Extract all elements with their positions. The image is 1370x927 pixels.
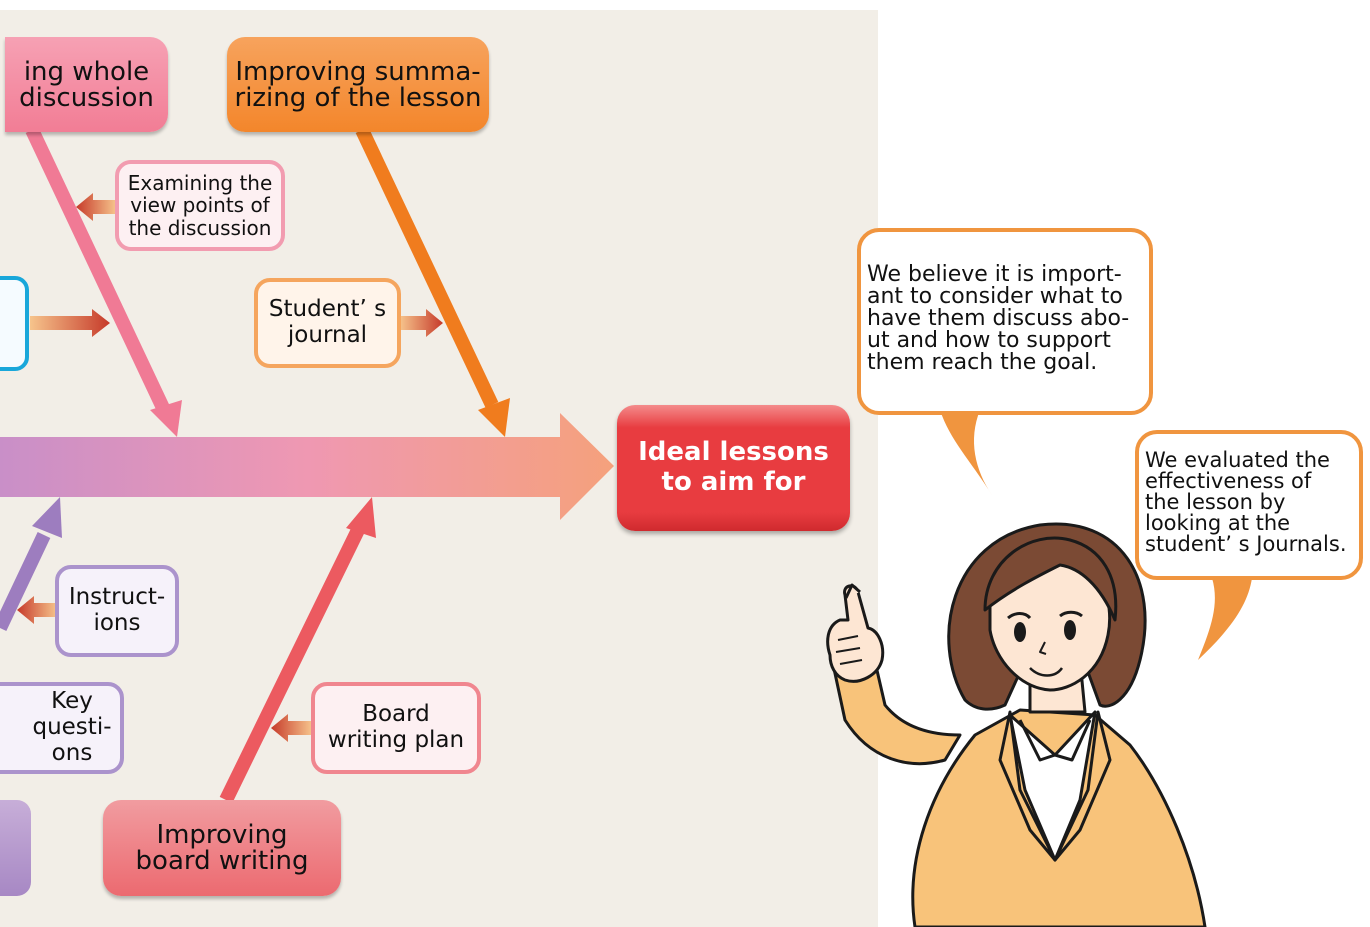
arrow-left-cyan [30, 309, 110, 337]
arrow-board-plan [271, 714, 312, 742]
speech-bubble-discuss: We believe it is import- ant to consider… [857, 228, 1153, 415]
cause-instructions: Instruct- ions [55, 565, 179, 657]
goal-box: Ideal lessons to aim for [617, 405, 850, 531]
bone-summarizing-head [478, 398, 510, 437]
cause-board-writing-plan: Board writing plan [311, 682, 481, 774]
partial-cyan-box [0, 276, 29, 371]
bone-summarizing [355, 127, 499, 408]
bone-whole-discussion [25, 127, 171, 413]
bone-board-writing-head [346, 497, 376, 538]
teacher-illustration [826, 522, 1207, 927]
cause-examining-viewpoints: Examining the view points of the discuss… [115, 160, 285, 251]
bone-board-writing [219, 526, 365, 804]
arrow-instructions [17, 596, 57, 624]
partial-purple-head [0, 800, 31, 896]
head-summarizing: Improving summa- rizing of the lesson [227, 37, 489, 132]
head-board-writing: Improving board writing [103, 800, 341, 896]
bubble-tail-discuss [940, 410, 992, 495]
speech-bubble-evaluate: We evaluated the effectiveness of the le… [1135, 430, 1363, 580]
main-spine-arrow [0, 413, 614, 520]
bone-purple [0, 532, 51, 631]
head-whole-discussion: ing whole discussion [5, 37, 168, 132]
cause-key-questions: Key questi- ons [0, 682, 124, 774]
bone-purple-head [32, 497, 62, 538]
arrow-journal [400, 309, 443, 337]
bone-whole-discussion-head [150, 400, 182, 437]
arrow-examining [76, 193, 116, 221]
cause-students-journal: Student’ s journal [254, 278, 401, 368]
bubble-tail-evaluate [1198, 578, 1252, 660]
